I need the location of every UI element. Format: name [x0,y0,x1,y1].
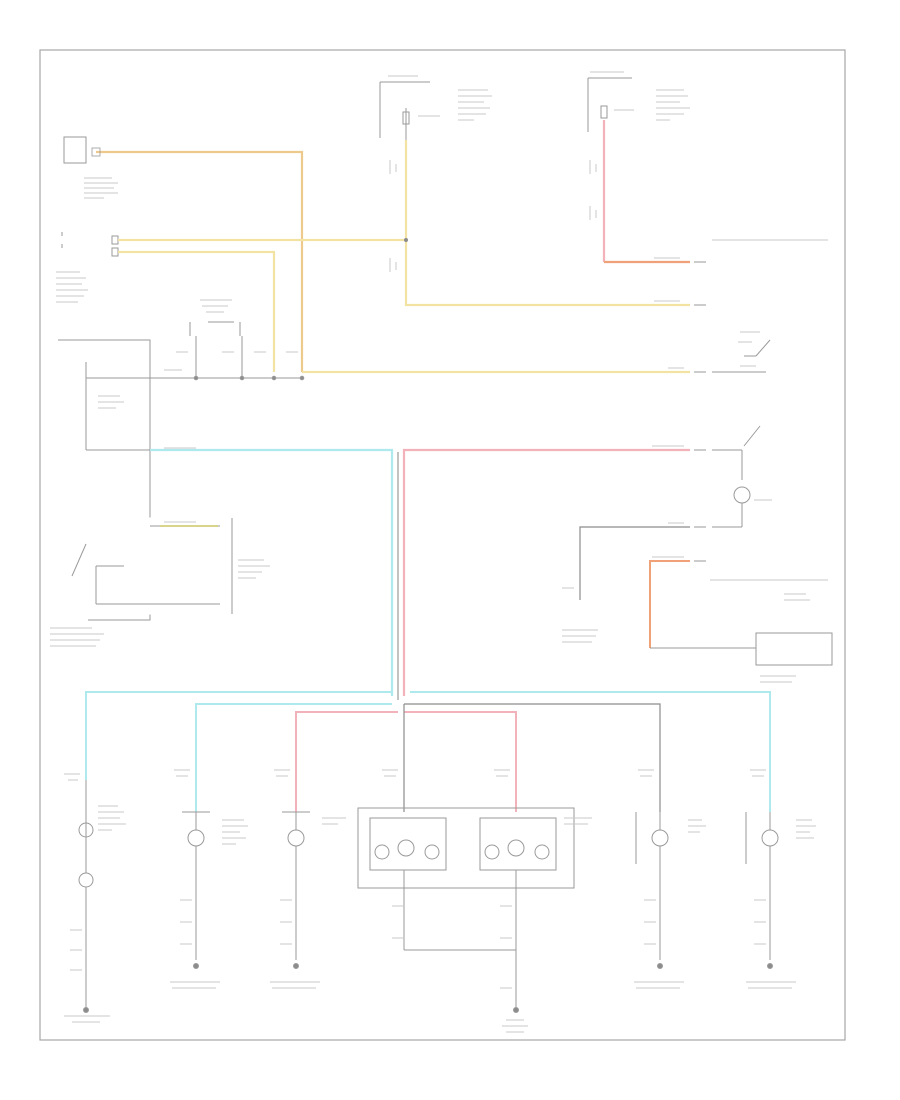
switch-right-upper [712,339,771,373]
fuse-block-left-label [56,271,88,303]
dimmer-switch-label [50,559,270,647]
lamp-labels [64,769,816,1033]
wire-orange-right [649,560,690,648]
wire-pink-top-right [602,120,690,264]
lamp-column-6 [635,812,669,960]
fuse-group-mid [150,321,305,381]
wire-tags-right [164,257,684,605]
module-right-lower [650,632,833,666]
ignition-switch-label [98,395,124,409]
bus-cyan-right [410,691,771,812]
fuse-group-mid-label [176,299,298,353]
connector-stubs-right [694,261,706,562]
module-label-top-left [84,177,118,199]
fuse-top-right [587,77,632,132]
lamp-column-1 [78,780,94,1013]
bus-gray [403,703,661,812]
ignition-switch-box [58,339,151,621]
wire-cyan-main [150,448,394,696]
cluster-box [357,807,575,1013]
switch-right-upper-label [738,331,760,367]
diagram-frame [39,49,846,1041]
fuse-top-center-label [388,75,492,272]
splice-yellow [404,238,408,242]
module-box-top-left [63,136,87,164]
lamp-column-3 [282,811,310,960]
bus-cyan-left [85,691,392,812]
switch-right-lower [712,425,761,528]
right-lower-labels [562,499,828,683]
wire-pink-main [402,448,690,696]
bus-pink [295,711,517,812]
dimmer-switch [71,517,233,615]
wire-yellow-group [118,140,690,374]
fuse-top-center [379,81,430,140]
lamp-column-2 [182,811,210,960]
lamp-column-7 [745,812,779,960]
ground-symbols [193,963,773,969]
wire-gray-right [579,526,690,600]
fuse-block-left [61,232,119,257]
fuse-top-right-label [589,71,828,241]
wire-orange-top [96,150,304,372]
connector-top-left [91,147,101,157]
